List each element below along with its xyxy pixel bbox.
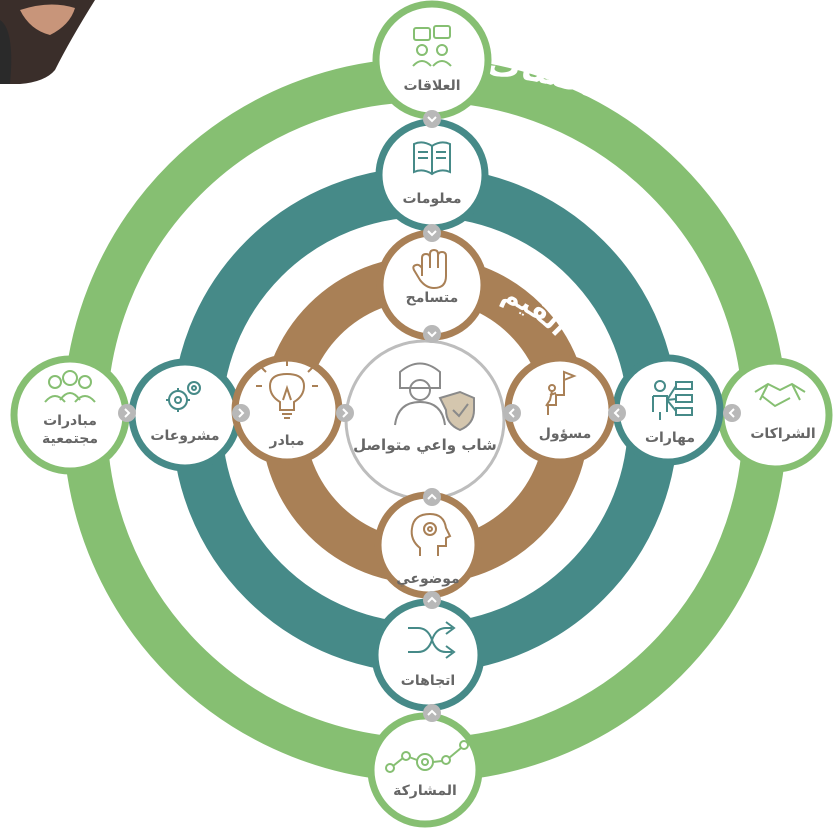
chevron-right-icon — [232, 404, 250, 422]
raised-hand-icon — [412, 248, 447, 290]
node-initiative-label: مبادر — [269, 433, 305, 449]
node-projects-label: مشروعات — [150, 428, 219, 444]
chevrons — [118, 110, 741, 722]
chevron-left-icon — [608, 404, 626, 422]
node-responsible: مسؤول — [504, 354, 616, 466]
node-relations-label: العلاقات — [403, 78, 460, 94]
org-person-icon — [652, 380, 693, 420]
network-path-icon — [385, 740, 469, 773]
node-community-initiatives-label-2: مجتمعية — [42, 431, 98, 447]
node-attitudes: اتجاهات — [371, 598, 485, 712]
climbing-stairs-flag-icon — [545, 370, 577, 415]
gears-icon — [166, 381, 201, 412]
open-book-icon — [413, 141, 451, 176]
node-skills-label: مهارات — [645, 430, 695, 446]
chevron-left-icon — [723, 404, 741, 422]
chevron-left-icon — [503, 404, 521, 422]
node-community-initiatives-label-1: مبادرات — [43, 413, 97, 429]
node-objective: موضوعي — [374, 491, 482, 599]
young-man-shield-icon — [394, 362, 475, 432]
chevron-right-icon — [118, 404, 136, 422]
chevron-down-icon — [423, 110, 441, 128]
chevron-up-icon — [423, 591, 441, 609]
node-partnerships: الشراكات — [717, 357, 833, 473]
node-skills: مهارات — [612, 354, 724, 466]
chevron-right-icon — [336, 404, 354, 422]
lightbulb-icon — [256, 360, 318, 419]
node-projects: مشروعات — [128, 358, 242, 472]
node-participation: المشاركة — [367, 712, 483, 828]
center-node: شاب واعي متواصل — [344, 339, 506, 501]
handshake-icon — [754, 382, 806, 408]
node-participation-label: المشاركة — [393, 783, 457, 799]
center-label: شاب واعي متواصل — [353, 436, 497, 454]
head-gear-icon — [410, 512, 452, 556]
node-responsible-label: مسؤول — [539, 426, 592, 442]
node-initiative: مبادر — [231, 354, 343, 466]
chevron-down-icon — [423, 224, 441, 242]
group-people-icon — [44, 370, 96, 403]
chevron-up-icon — [423, 488, 441, 506]
chevron-down-icon — [423, 325, 441, 343]
node-information: معلومات — [375, 118, 489, 232]
node-tolerant: متسامح — [376, 229, 488, 341]
chevron-up-icon — [423, 704, 441, 722]
node-community-initiatives: مبادرات مجتمعية — [10, 355, 130, 475]
node-relations: العلاقات — [372, 0, 492, 120]
shuffle-arrows-icon — [408, 621, 456, 659]
node-objective-label: موضوعي — [396, 571, 459, 587]
node-information-label: معلومات — [402, 191, 461, 207]
node-partnerships-label: الشراكات — [750, 426, 815, 442]
corner-photo — [0, 0, 95, 84]
people-chat-icon — [412, 25, 452, 67]
node-tolerant-label: متسامح — [406, 290, 459, 306]
node-attitudes-label: اتجاهات — [401, 673, 455, 689]
